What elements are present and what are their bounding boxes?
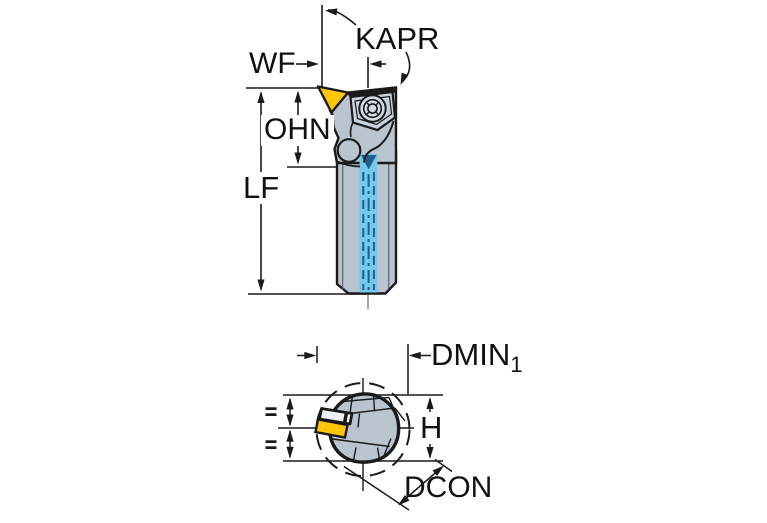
dim-label-wf: WF [249,47,296,80]
dim-label-kapr: KAPR [355,21,440,56]
tool-end-view [314,392,406,464]
clamp-end-bar [342,412,349,424]
tool-side-view [316,85,398,295]
dcon-tangent-line [343,465,410,511]
cutting-insert-end [314,418,349,439]
dmin-text: DMIN [431,337,511,372]
clamp-lever-contour [363,120,395,163]
screw-ring [362,98,383,119]
dim-label-h: H [416,412,447,444]
dim-label-ohn: OHN [261,114,334,146]
coolant-channel [359,154,378,293]
coolant-dashes [362,172,375,292]
dim-label-lf: LF [240,172,283,204]
head-notch-contour [349,123,354,138]
dmin-dashed-circle [315,382,411,477]
screw-torx [367,103,378,114]
cutting-insert-side [316,85,350,114]
dim-label-dcon: DCON [404,471,493,504]
dmin-subscript: 1 [510,352,523,377]
screw-spokes [365,101,380,116]
dcon-tangent-tick [434,458,453,473]
clamp-inner-contour [354,95,393,126]
head-facet-lines [332,393,406,461]
head-shank-transition [336,160,361,168]
equal-marks [265,407,277,449]
dim-label-dmin: DMIN1 [431,337,522,376]
cam-lobe [336,138,362,163]
